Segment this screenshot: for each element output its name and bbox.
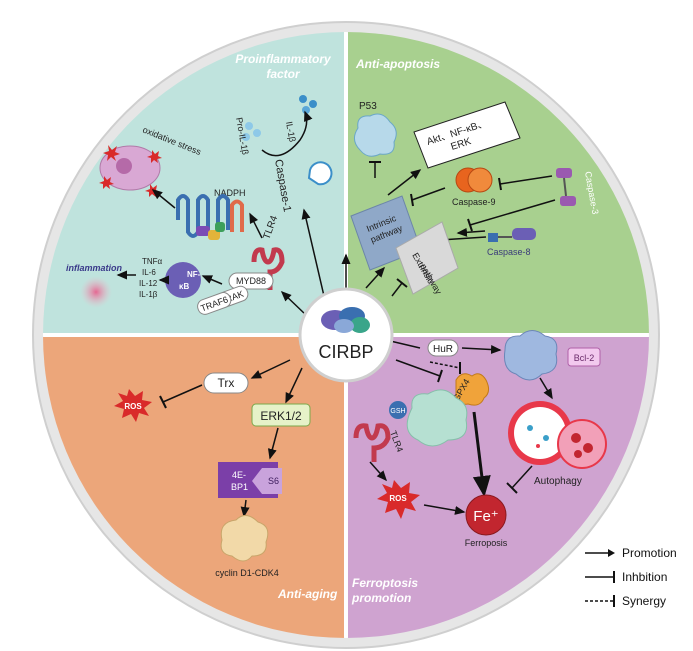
cytokine-item: IL-1β (139, 290, 158, 299)
fe-ion-icon (465, 494, 507, 536)
akt-nfkb-erk-box (413, 101, 521, 169)
4ebp1-label-2: BP1 (231, 482, 248, 492)
cytokine-item: IL-12 (139, 279, 158, 288)
4ebp1-s6-complex-icon (218, 462, 282, 498)
caspase9-icon (455, 167, 493, 193)
title-proinflammatory-1: Proinflammatory (235, 52, 332, 66)
title-anti-apoptosis: Anti-apoptosis (355, 57, 440, 71)
erk-label: ERK1/2 (260, 409, 302, 423)
autophagosome-icon (508, 401, 607, 469)
cytokine-list: TNFα IL-6 IL-12 IL-1β (139, 257, 163, 299)
tlr4-receptor-icon-ferro (353, 423, 391, 462)
il1b-molecules (242, 95, 317, 141)
nfkb-label-1: NF- (187, 270, 201, 279)
inflammation-label: inflammation (66, 263, 123, 273)
bcl2-label: Bcl-2 (574, 353, 595, 363)
p53-protein-icon (354, 113, 397, 157)
nfkb-icon (165, 262, 201, 298)
caspase1-icon (307, 161, 333, 186)
title-ferroptosis-1: Ferroptosis (352, 576, 418, 590)
caspase3-icon (556, 168, 576, 206)
trx-label: Trx (218, 376, 235, 390)
erk-box (251, 403, 311, 427)
inflammation-glow-icon (80, 276, 112, 308)
title-proinflammatory-2: factor (266, 67, 301, 81)
fe-label: Fe⁺ (473, 508, 498, 525)
myd88-label: MYD88 (236, 276, 266, 286)
ros-burst-icon-ferro (377, 480, 420, 519)
legend-synergy: Synergy (584, 594, 666, 608)
hur-box (427, 339, 459, 357)
trx-box (203, 372, 249, 394)
tlr4-receptor-icon (251, 247, 285, 290)
il1b-label: IL-1β (284, 121, 297, 143)
traf6-box (197, 292, 232, 315)
ros-label-aging: ROS (124, 402, 142, 411)
gsh-icon (389, 401, 407, 419)
p53-label: P53 (359, 101, 377, 112)
bcl2-box (567, 347, 601, 367)
bcl2-protein-icon (504, 330, 558, 381)
nadph-label: NADPH (214, 188, 246, 198)
legend-inhibition: Inhbition (584, 570, 667, 584)
title-anti-aging: Anti-aging (277, 587, 338, 601)
cyclin-label: cyclin D1-CDK4 (215, 568, 279, 578)
promotion-arrow-icon (585, 549, 615, 557)
caspase8-icon (488, 228, 536, 242)
oxidative-stress-cell-icon (99, 145, 162, 197)
caspase8-label: Caspase-8 (487, 247, 531, 257)
center-label: CIRBP (318, 342, 373, 362)
ferroposis-label: Ferroposis (465, 538, 508, 548)
inhibition-bar-icon (585, 571, 615, 583)
nfkb-label-2: κB (179, 282, 189, 291)
autophagy-label: Autophagy (534, 476, 582, 487)
legend-synergy-label: Synergy (622, 594, 667, 608)
nadph-oxidase-icon (176, 194, 244, 240)
extrinsic-pathway-box (395, 221, 459, 295)
center-node (298, 287, 394, 383)
gsh-label: GSH (390, 408, 405, 415)
hur-label: HuR (433, 344, 453, 355)
4ebp1-label-1: 4E- (232, 470, 246, 480)
s6-label: S6 (268, 476, 279, 486)
protein-complex-icon (406, 389, 468, 447)
myd88-box (228, 272, 274, 290)
synergy-dashed-icon (585, 595, 615, 607)
caspase9-label: Caspase-9 (452, 197, 496, 207)
cytokine-item: IL-6 (142, 268, 156, 277)
legend-inhibition-label: Inhbition (622, 570, 668, 584)
legend-promotion: Promotion (584, 546, 677, 560)
legend-promotion-label: Promotion (622, 546, 677, 560)
ros-burst-icon-aging (114, 389, 152, 422)
cytokine-item: TNFα (142, 257, 163, 266)
cyclin-cdk4-icon (220, 515, 269, 562)
cirbp-protein-icon (321, 307, 370, 333)
title-ferroptosis-2: promotion (351, 591, 411, 605)
ros-label-ferro: ROS (389, 494, 407, 503)
